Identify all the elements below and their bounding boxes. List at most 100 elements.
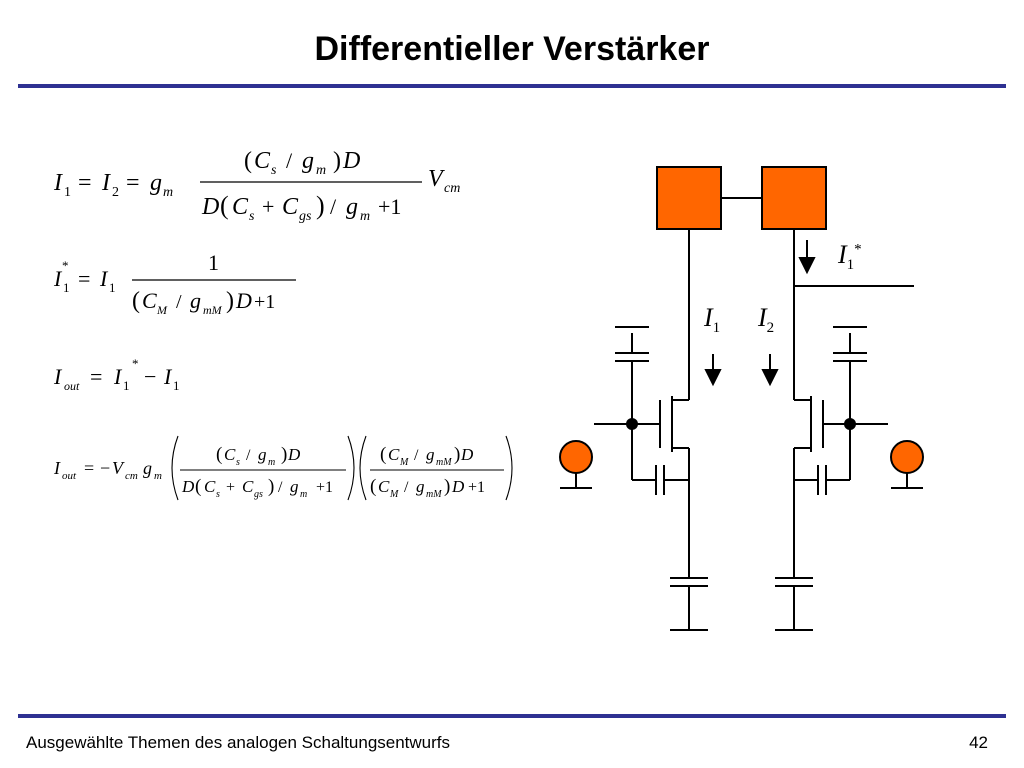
svg-text:+1: +1 xyxy=(468,479,485,496)
svg-text:M: M xyxy=(399,457,409,468)
svg-text:g: g xyxy=(416,477,425,496)
svg-text:): ) xyxy=(226,288,234,314)
i2-sub: 2 xyxy=(766,320,775,337)
svg-text:cm: cm xyxy=(125,470,138,482)
i2-label: I2 xyxy=(758,303,774,337)
svg-text:D: D xyxy=(201,194,219,220)
svg-text:+: + xyxy=(262,194,274,219)
svg-text:I: I xyxy=(113,364,123,389)
svg-text:C: C xyxy=(388,445,400,464)
svg-text:(: ( xyxy=(195,476,201,497)
svg-text:mM: mM xyxy=(436,457,452,468)
svg-text:(: ( xyxy=(370,476,376,497)
svg-text:=: = xyxy=(90,364,102,389)
svg-text:s: s xyxy=(236,457,240,468)
svg-text:m: m xyxy=(268,457,275,468)
svg-text:(: ( xyxy=(244,148,252,174)
svg-text:g: g xyxy=(143,458,152,478)
svg-text:mM: mM xyxy=(426,489,442,500)
svg-text:I: I xyxy=(53,458,61,478)
svg-text:D: D xyxy=(451,477,465,496)
svg-text:m: m xyxy=(316,163,326,178)
svg-text:M: M xyxy=(156,303,168,317)
svg-text:): ) xyxy=(281,444,287,465)
svg-text:out: out xyxy=(64,379,80,393)
svg-text:g: g xyxy=(258,445,267,464)
svg-text:1: 1 xyxy=(208,250,219,275)
svg-text:/: / xyxy=(404,479,409,496)
svg-text:C: C xyxy=(282,194,299,220)
svg-text:C: C xyxy=(242,477,254,496)
svg-text:I: I xyxy=(53,170,63,196)
i1-arrow xyxy=(704,369,722,387)
i1-star-label: I1* xyxy=(838,240,862,274)
svg-text:mM: mM xyxy=(203,303,223,317)
i1-star-arrow xyxy=(798,257,816,275)
svg-text:(: ( xyxy=(380,444,386,465)
svg-text:+1: +1 xyxy=(378,194,401,219)
svg-text:+1: +1 xyxy=(254,291,275,313)
svg-text:s: s xyxy=(216,489,220,500)
svg-text:s: s xyxy=(249,209,255,224)
svg-text:I: I xyxy=(101,170,111,196)
svg-text:I: I xyxy=(163,364,173,389)
svg-text:−: − xyxy=(100,458,110,478)
i1-main: I xyxy=(704,303,713,332)
i2-arrow xyxy=(761,369,779,387)
right-gate-node xyxy=(844,418,856,430)
page-number: 42 xyxy=(969,733,988,752)
svg-text:C: C xyxy=(224,445,236,464)
svg-text:(: ( xyxy=(132,288,140,314)
svg-text:1: 1 xyxy=(63,280,70,295)
svg-text:1: 1 xyxy=(173,378,180,393)
svg-text:1: 1 xyxy=(123,378,130,393)
i1-label: I1 xyxy=(704,303,720,337)
svg-text:D: D xyxy=(460,445,474,464)
svg-text:g: g xyxy=(346,194,358,220)
svg-text:/: / xyxy=(414,447,419,464)
right-load-block xyxy=(761,166,827,230)
svg-text:I: I xyxy=(53,364,63,389)
equation-3: I out = I 1 * − I 1 xyxy=(53,356,180,393)
slide-title: Differentieller Verstärker xyxy=(314,30,710,68)
footer-text: Ausgewählte Themen des analogen Schaltun… xyxy=(26,733,451,752)
svg-text:=: = xyxy=(126,170,140,196)
svg-text:(: ( xyxy=(220,191,229,220)
svg-text:V: V xyxy=(428,166,445,192)
svg-text:): ) xyxy=(316,191,325,220)
svg-text:m: m xyxy=(163,185,173,200)
svg-text:): ) xyxy=(268,476,274,497)
equations: I 1 = I 2 = g m ( C s / g m ) D D ( C s xyxy=(40,120,540,540)
svg-text:g: g xyxy=(290,477,299,496)
svg-text:2: 2 xyxy=(112,185,119,200)
i2-main: I xyxy=(758,303,767,332)
svg-text:m: m xyxy=(360,209,370,224)
svg-text:/: / xyxy=(246,447,251,464)
svg-text:1: 1 xyxy=(109,280,116,295)
svg-text:+: + xyxy=(226,479,235,496)
equation-2: I 1 * = I 1 1 ( C M / g mM ) D +1 xyxy=(53,250,296,317)
svg-text:C: C xyxy=(232,194,249,220)
svg-text:C: C xyxy=(142,288,157,313)
equation-1: I 1 = I 2 = g m ( C s / g m ) D D ( C s xyxy=(53,148,460,224)
equation-4: I out = − V cm g m ( C s / g m ) D D ( xyxy=(53,435,513,501)
svg-text:gs: gs xyxy=(299,209,312,224)
i1-star-sup: * xyxy=(854,241,862,258)
svg-text:/: / xyxy=(330,194,337,219)
svg-text:g: g xyxy=(150,170,162,196)
svg-text:*: * xyxy=(132,356,139,371)
svg-text:=: = xyxy=(84,458,94,478)
left-gate-node xyxy=(626,418,638,430)
i1-star-main: I xyxy=(838,240,847,269)
i1-sub: 1 xyxy=(712,320,721,337)
svg-text:C: C xyxy=(204,477,216,496)
title-divider xyxy=(18,84,1006,88)
svg-text:=: = xyxy=(78,170,92,196)
svg-text:/: / xyxy=(278,479,283,496)
svg-text:(: ( xyxy=(216,444,222,465)
svg-text:s: s xyxy=(271,163,277,178)
footer-divider xyxy=(18,714,1006,718)
svg-text:D: D xyxy=(235,288,252,313)
svg-text:=: = xyxy=(78,266,90,291)
svg-text:/: / xyxy=(286,148,293,173)
